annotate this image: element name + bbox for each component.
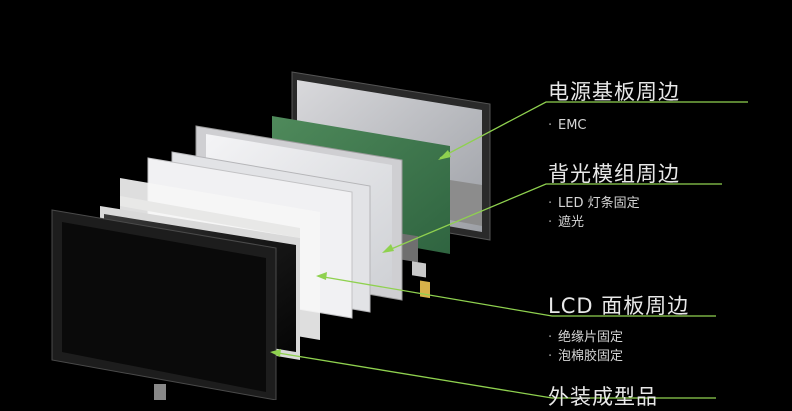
exploded-lcd-diagram: [51, 71, 748, 400]
leader-line-backlight: [383, 183, 722, 253]
leader-arrowheads: [270, 150, 451, 357]
group-item: ·遮光: [548, 215, 585, 230]
leader-line-power: [439, 101, 748, 159]
group-title: LCD 面板周边: [548, 294, 690, 318]
group-backlight: 背光模组周边 ·LED 灯条固定 ·遮光: [548, 158, 680, 232]
group-item: ·LED 灯条固定: [548, 196, 640, 211]
leader-lines: [271, 101, 748, 399]
group-item: ·EMC: [548, 118, 587, 133]
front-bezel: [51, 209, 277, 400]
group-title: 背光模组周边: [548, 162, 680, 186]
group-lcd: LCD 面板周边 ·绝缘片固定 ·泡棉胶固定: [548, 290, 689, 366]
leader-line-bezel: [271, 351, 716, 399]
group-title: 电源基板周边: [548, 80, 680, 104]
group-bezel: 外装成型品: [548, 381, 658, 411]
group-item: ·绝缘片固定: [548, 330, 624, 345]
leader-line-lcd: [317, 275, 716, 317]
group-title: 外装成型品: [548, 385, 658, 409]
group-power: 电源基板周边 ·EMC: [548, 76, 680, 135]
group-item: ·泡棉胶固定: [548, 349, 624, 364]
